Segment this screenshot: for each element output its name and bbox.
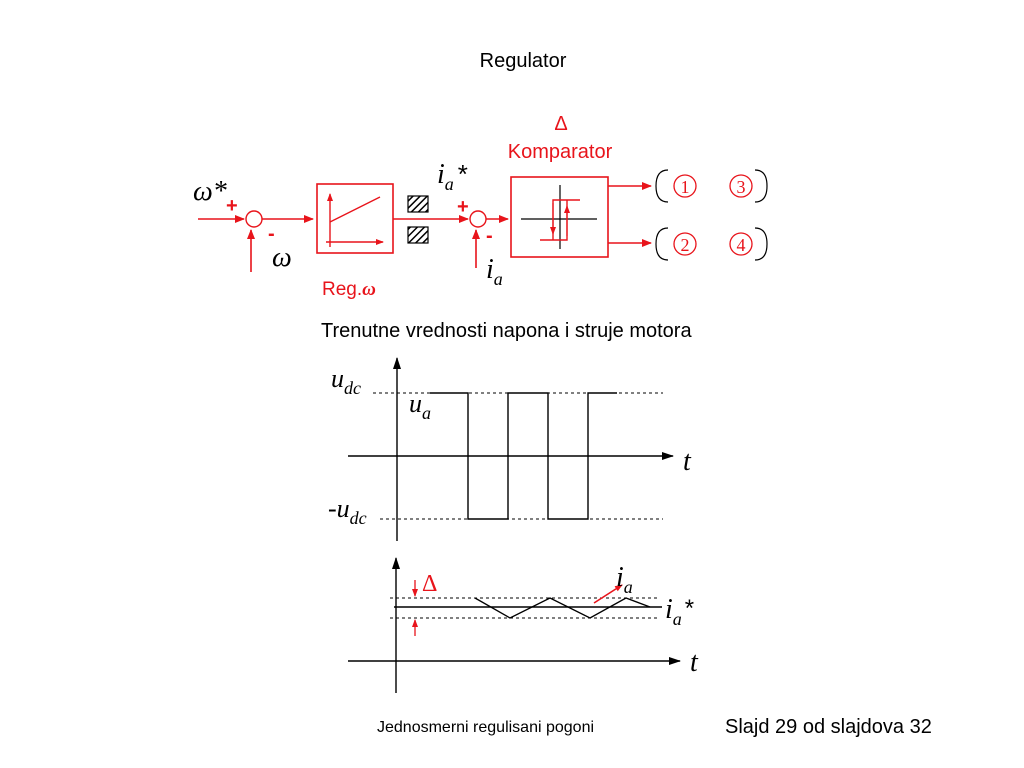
switch-3-circle <box>729 174 753 198</box>
current-fb-base: i <box>486 254 494 285</box>
band-delta-label: Δ <box>422 571 437 597</box>
ia-ref-sub: a <box>673 609 682 629</box>
udc-label: udc <box>331 364 361 398</box>
ia-pointer-arrow <box>593 584 623 604</box>
ia-ref-label: ia* <box>665 594 694 629</box>
current-plot: Δ ia ia* t <box>348 557 699 693</box>
plot-heading: Trenutne vrednosti napona i struje motor… <box>321 320 692 342</box>
ia-label: ia <box>616 562 633 597</box>
voltage-plot: udc ua -udc t <box>328 357 692 541</box>
udc-sub: dc <box>344 378 361 398</box>
ua-label: ua <box>409 389 431 423</box>
current-summing-junction <box>469 210 487 228</box>
speed-feedback-label: ω <box>272 242 292 273</box>
comparator-delta: Δ <box>554 113 567 135</box>
ia-ref-base: i <box>665 594 673 625</box>
current-reference-label: ia* <box>437 159 468 194</box>
ua-sub: a <box>422 403 431 423</box>
slide-title: Regulator <box>480 50 567 72</box>
current-feedback-label: ia <box>486 254 503 289</box>
regulator-label-omega: ω <box>362 279 376 300</box>
current-ref-sub: a <box>445 174 454 194</box>
ia-ref-star: * <box>685 595 694 622</box>
ia-base: i <box>616 562 624 593</box>
regulator-characteristic-line <box>329 196 381 223</box>
regulator-label-text: Reg. <box>322 279 362 300</box>
ua-base: u <box>409 389 422 418</box>
switch-1-label: 1 <box>681 177 690 197</box>
upper-switch-bracket-right <box>754 169 768 203</box>
limiter-upper-hatch <box>407 195 429 213</box>
ia-ripple-waveform <box>474 597 651 619</box>
lower-switch-bracket-left <box>655 227 669 261</box>
comparator-label: Komparator <box>508 141 613 163</box>
current-t-label: t <box>690 647 699 678</box>
switch-2-circle <box>673 232 697 256</box>
current-sum-minus: - <box>486 225 493 247</box>
udc-base: u <box>331 364 344 393</box>
current-ref-star: * <box>458 159 468 189</box>
current-fb-sub: a <box>494 269 503 289</box>
upper-switch-bracket-left <box>655 169 669 203</box>
voltage-t-label: t <box>683 446 692 477</box>
speed-reference-label: ω* <box>193 176 227 207</box>
neg-udc-label: -udc <box>328 494 367 528</box>
neg-udc-prefix: -u <box>328 494 350 523</box>
lower-switch-bracket-right <box>754 227 768 261</box>
switch-2-label: 2 <box>681 235 690 255</box>
switch-4-circle <box>729 232 753 256</box>
neg-udc-sub: dc <box>350 508 367 528</box>
current-ref-base: i <box>437 159 445 190</box>
ia-sub: a <box>624 577 633 597</box>
switch-3-label: 3 <box>737 177 746 197</box>
regulator-label: Reg.ω <box>322 279 376 300</box>
limiter-lower-hatch <box>407 226 429 244</box>
footer-course-title: Jednosmerni regulisani pogoni <box>377 719 594 736</box>
block-diagram: ω* + - ω Reg.ω ia* + - ia <box>193 113 768 300</box>
current-sum-plus: + <box>457 196 469 218</box>
switch-4-label: 4 <box>737 235 746 255</box>
speed-summing-junction <box>245 210 263 228</box>
footer-slide-counter: Slajd 29 od slajdova 32 <box>725 716 932 738</box>
ua-square-wave <box>430 392 617 520</box>
speed-sum-minus: - <box>268 223 275 245</box>
switch-1-circle <box>673 174 697 198</box>
speed-sum-plus: + <box>226 195 238 217</box>
